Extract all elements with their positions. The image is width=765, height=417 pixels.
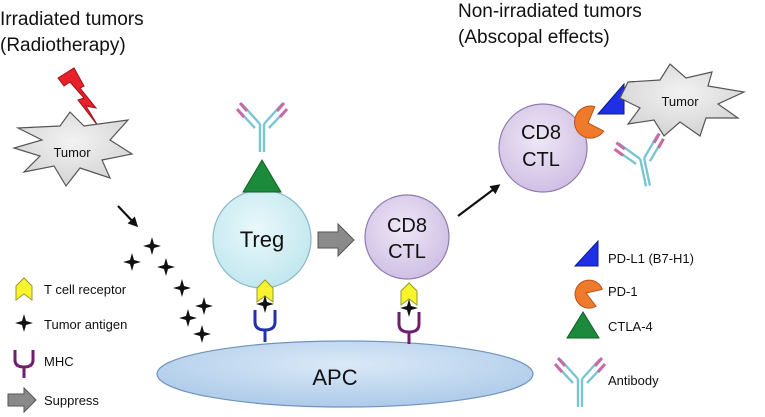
legend-right-label: PD-1: [608, 284, 638, 299]
tumor-antigen-icon: [193, 325, 211, 343]
mhc-icon: [253, 310, 277, 342]
legend-right-label: CTLA-4: [608, 319, 653, 334]
antibody-icon: [553, 356, 607, 409]
cd8-ctl-top: CD8 CTL: [498, 103, 605, 193]
cd8-ctl-middle: CD8 CTL: [364, 194, 450, 344]
legend-left-label: T cell receptor: [44, 282, 127, 297]
cd8-top-line2: CTL: [522, 149, 560, 171]
cd8-middle-line2: CTL: [388, 241, 426, 263]
nonirradiated-title-line2: (Abscopal effects): [458, 27, 610, 48]
activation-arrow: [457, 184, 501, 217]
mhc-icon: [13, 350, 35, 378]
treg-cell: Treg: [212, 101, 312, 342]
antibody-icon: [235, 101, 289, 154]
legend-right: PD-L1 (B7-H1) PD-1 CTLA-4 Antibody: [553, 239, 694, 409]
legend-left-label: Suppress: [44, 393, 99, 408]
pd-l1-icon: [596, 82, 625, 115]
pd-1-icon: [574, 279, 603, 309]
pd-l1-icon: [573, 239, 599, 267]
cd8-middle-line1: CD8: [387, 215, 427, 237]
tumor-left: Tumor: [11, 111, 134, 188]
apc-cell: APC: [156, 340, 534, 408]
tumor-antigen-icon: [123, 253, 141, 271]
release-arrow: [117, 205, 139, 228]
tumor-antigen-icon: [15, 314, 33, 332]
tumor-antigen-icon: [143, 237, 161, 255]
suppress-arrow-icon: [7, 386, 37, 414]
tumor-antigen-icon: [179, 309, 197, 327]
suppress-arrow: [317, 222, 355, 258]
radiation-lightning-icon: [57, 67, 99, 127]
legend-right-label: Antibody: [608, 373, 659, 388]
legend-right-label: PD-L1 (B7-H1): [608, 251, 694, 266]
legend-left-label: MHC: [44, 354, 74, 369]
tumor-antigen-icon: [157, 258, 175, 276]
mhc-icon: [397, 312, 421, 344]
pd-1-icon: [574, 105, 605, 139]
tumor-left-label: Tumor: [53, 145, 91, 160]
tumor-antigen-icon: [195, 297, 213, 315]
apc-label: APC: [312, 365, 357, 390]
tumor-antigen-icon: [173, 279, 191, 297]
nonirradiated-title-line1: Non-irradiated tumors: [458, 1, 642, 22]
legend-left-label: Tumor antigen: [44, 317, 127, 332]
irradiated-title-line1: Irradiated tumors: [0, 9, 144, 30]
antibody-icon: [611, 131, 674, 193]
cd8-top-line1: CD8: [521, 122, 561, 144]
tumor-right: Tumor: [619, 63, 747, 137]
ctla-4-icon: [566, 311, 600, 339]
irradiated-title-line2: (Radiotherapy): [0, 35, 126, 56]
treg-label: Treg: [240, 227, 284, 252]
t-cell-receptor-icon: [15, 277, 33, 301]
tumor-right-label: Tumor: [661, 94, 699, 109]
legend-left: T cell receptor Tumor antigen MHC Suppre…: [7, 277, 127, 414]
ctla-4-icon: [242, 159, 282, 193]
